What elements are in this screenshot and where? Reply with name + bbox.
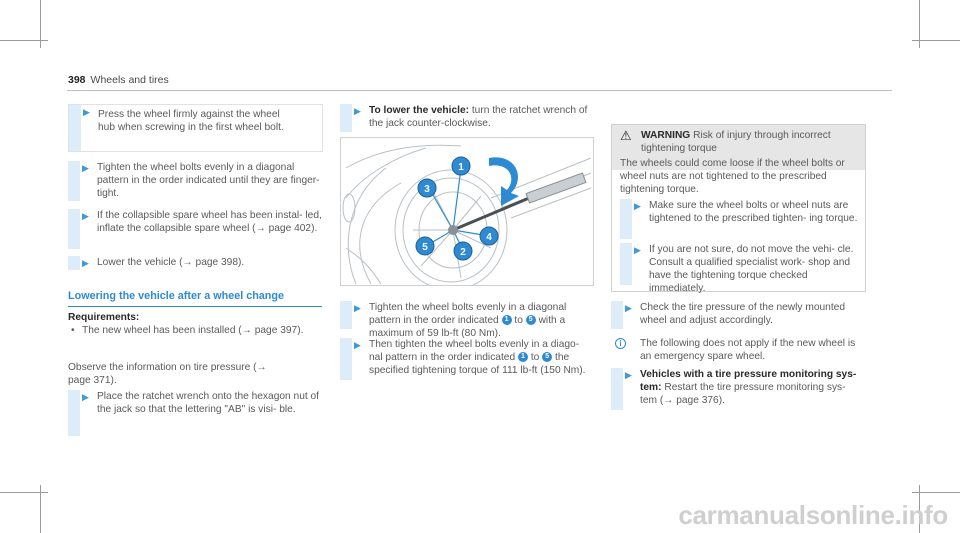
step-rest: Restart the tire pressure monitoring sys… [640,382,846,406]
callout-1-icon: 1 [501,315,512,326]
crop-mark [919,0,920,48]
step-tighten-80nm: ▶ Tighten the wheel bolts evenly in a di… [340,301,594,339]
step-text: Press the wheel firmly against the wheel… [98,109,284,133]
callout-5-icon: 5 [525,315,536,326]
requirements: Requirements: • The new wheel has been i… [68,311,322,337]
wheel-illustration-svg: 1 2 3 4 5 [342,144,592,291]
step-arrow-icon: ▶ [625,303,632,313]
step-inflate-spare: ▶ If the collapsible spare wheel has bee… [68,209,322,249]
bullet-icon: • [71,325,75,336]
step-bar [611,301,623,329]
step-text-c: with a maximum of 59 lb-ft (80 Nm). [369,315,566,339]
warning-header: ⚠ WARNING Risk of injury through incorre… [612,125,865,170]
crop-mark [912,492,960,493]
crop-mark [40,485,41,533]
step-arrow-icon: ▶ [82,211,89,221]
warning-body: The wheels could come loose if the wheel… [620,157,859,196]
step-lower-vehicle: ▶ Lower the vehicle (→ page 398). [68,256,322,270]
requirements-label: Requirements: [68,312,140,323]
step-bar [611,368,623,410]
step-text: If the collapsible spare wheel has been … [97,210,322,234]
requirement-item: • The new wheel has been installed (→ pa… [68,324,322,337]
step-text-b: to [514,315,523,326]
step-bold-label: Vehicles with a tire pressure monitoring… [640,369,857,393]
step-lower-jack: ▶ To lower the vehicle: turn the ratchet… [340,104,594,132]
step-arrow-icon: ▶ [82,392,89,402]
step-bar [68,390,80,436]
step-bar [68,161,80,201]
step-place-wrench: ▶ Place the ratchet wrench onto the hexa… [68,390,322,436]
step-text: If you are not sure, do not move the veh… [649,244,854,294]
step-arrow-icon: ▶ [625,370,632,380]
warning-step-unsure: ▶ If you are not sure, do not move the v… [620,243,858,294]
header-divider [67,90,892,91]
step-text: Lower the vehicle (→ page 398). [97,257,245,268]
warning-label: WARNING [641,130,691,141]
section-title: Lowering the vehicle after a wheel chang… [68,290,322,307]
info-icon: i [615,338,626,349]
warning-box: ⚠ WARNING Risk of injury through incorre… [611,124,866,294]
step-text: Place the ratchet wrench onto the hexago… [97,391,320,415]
step-text: Then tighten the wheel bolts evenly in a… [369,338,594,377]
step-arrow-icon: ▶ [82,258,89,268]
step-press-wheel: ▶ Press the wheel firmly against the whe… [68,104,323,152]
step-bar [68,256,80,270]
step-tighten-finger: ▶ Tighten the wheel bolts evenly in a di… [68,161,322,201]
watermark: carmanualsonline.info [678,500,948,530]
bolt-label-2: 2 [460,247,466,258]
observe-note: Observe the information on tire pressure… [68,362,267,386]
requirement-text: The new wheel has been installed (→ page… [82,325,304,336]
step-text: Tighten the wheel bolts evenly in a diag… [97,162,320,199]
step-arrow-icon: ▶ [354,303,361,313]
step-bar [340,338,352,380]
step-text-c: the specified tightening torque of 111 l… [369,352,586,376]
bolt-label-1: 1 [458,162,464,173]
crop-mark [0,40,48,41]
step-bar [340,104,352,132]
page-number: 398 [68,74,86,86]
step-text: Check the tire pressure of the newly mou… [640,302,845,326]
callout-5-icon: 5 [542,352,553,363]
step-bar [340,301,352,329]
step-bar [68,209,80,249]
step-arrow-icon: ▶ [83,107,90,117]
info-note: The following does not apply if the new … [640,338,856,362]
step-tighten-150nm: ▶ Then tighten the wheel bolts evenly in… [340,338,594,380]
step-text: Tighten the wheel bolts evenly in a diag… [369,301,594,340]
bolt-label-5: 5 [422,242,428,253]
step-rest: turn the ratchet wrench of the jack coun… [369,105,588,129]
step-text: To lower the vehicle: turn the ratchet w… [369,104,594,130]
step-arrow-icon: ▶ [634,201,641,211]
crop-mark [40,0,41,48]
warning-step-tighten: ▶ Make sure the wheel bolts or wheel nut… [620,199,858,239]
step-bar [620,199,632,239]
step-arrow-icon: ▶ [354,340,361,350]
step-arrow-icon: ▶ [634,245,641,255]
crop-mark [912,40,960,41]
crop-mark [919,485,920,533]
warning-title-text: Risk of injury through incorrect tighten… [641,130,831,154]
step-text: Vehicles with a tire pressure monitoring… [640,368,864,407]
step-arrow-icon: ▶ [82,163,89,173]
step-bold-label: To lower the vehicle: [369,105,470,116]
section-name: Wheels and tires [90,74,169,86]
page-header: 398 Wheels and tires [68,74,169,86]
callout-1-icon: 1 [517,352,528,363]
step-text-a: Then tighten the wheel bolts evenly in a… [369,339,580,363]
warning-triangle-icon: ⚠ [620,128,632,143]
step-bar [620,243,632,285]
step-arrow-icon: ▶ [354,106,361,116]
step-text: Make sure the wheel bolts or wheel nuts … [649,200,858,224]
step-bar [69,105,81,151]
step-text-a: Tighten the wheel bolts evenly in a diag… [369,302,567,326]
crop-mark [0,492,48,493]
wheel-bolt-illustration: 1 2 3 4 5 [340,137,594,291]
step-check-pressure: ▶ Check the tire pressure of the newly m… [611,301,864,329]
bolt-label-4: 4 [486,232,492,243]
step-restart-tpms: ▶ Vehicles with a tire pressure monitori… [611,368,864,410]
step-text-b: to [530,352,540,363]
warning-title: WARNING Risk of injury through incorrect… [641,129,859,155]
warning-text: The wheels could come loose if the wheel… [620,158,845,195]
bolt-label-3: 3 [424,184,430,195]
